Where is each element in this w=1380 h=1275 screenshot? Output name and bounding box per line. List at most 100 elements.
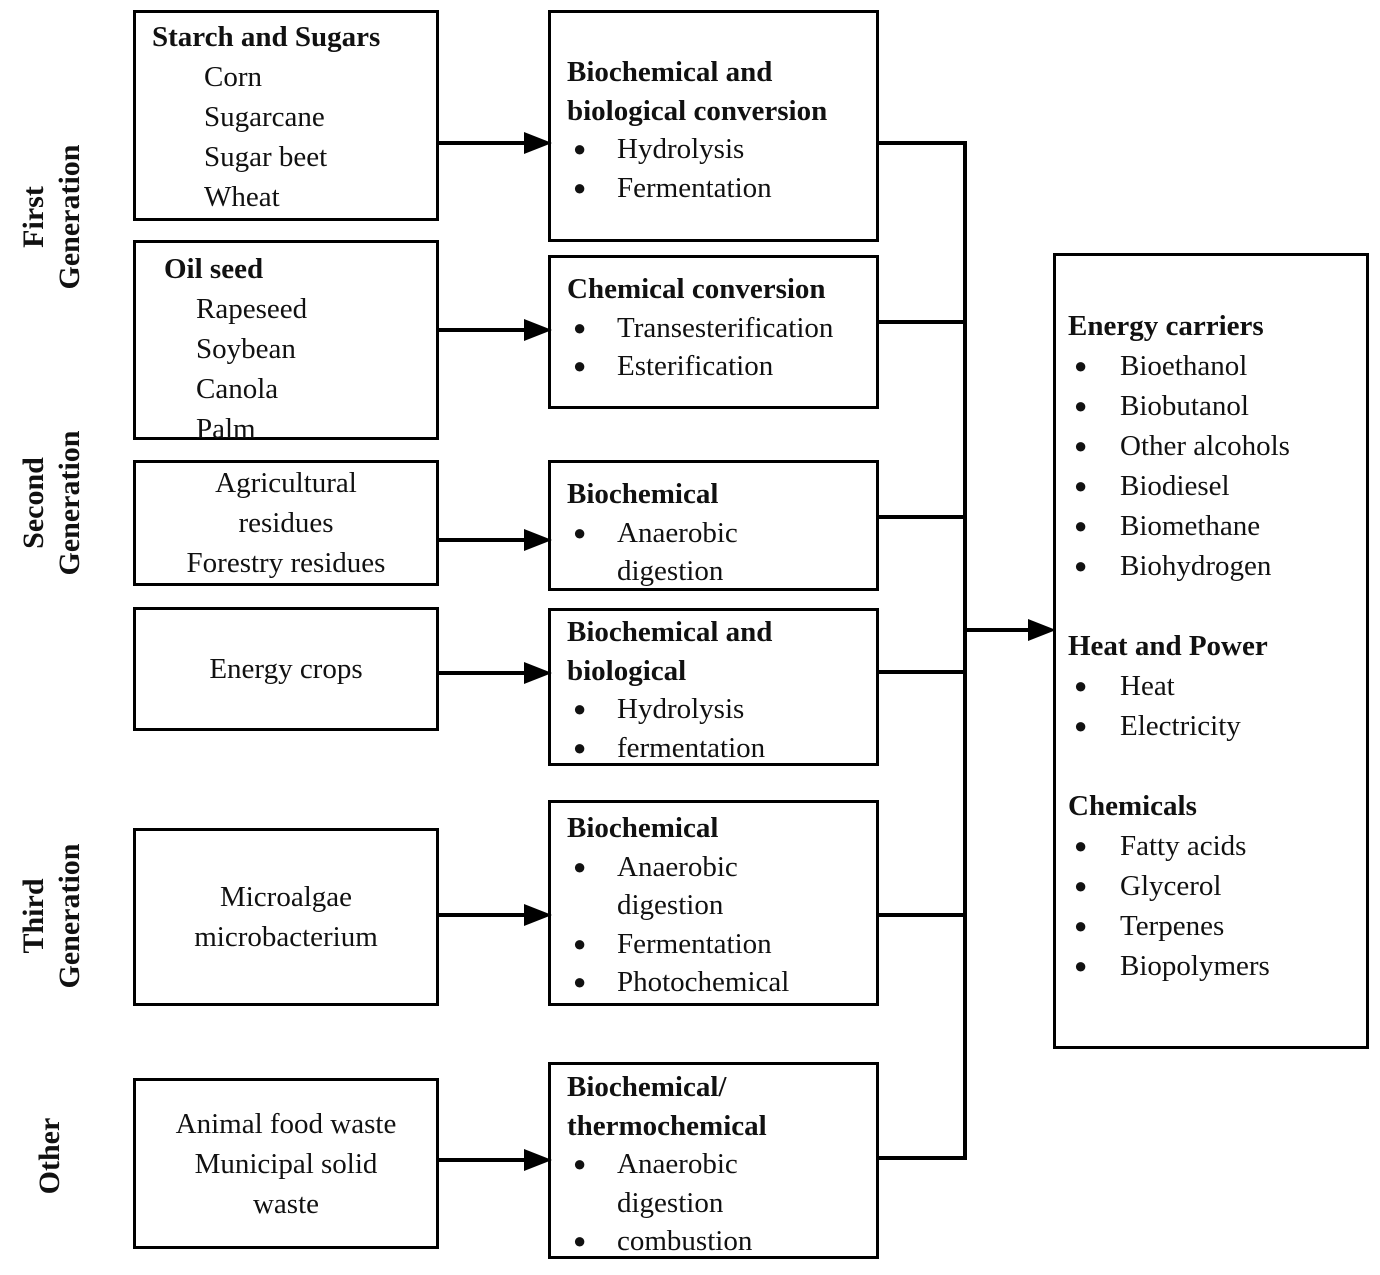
bullet-text: Anaerobic digestion [617,850,738,922]
box-text: Energy crops [209,653,363,685]
bullet-icon [1068,466,1120,506]
bullet-item: Anaerobic digestion [567,514,870,591]
bullet-text: Esterification [617,350,774,382]
bullet-item: Hydrolysis [567,130,870,169]
list-item: Palm [196,413,256,445]
arrow-residues-to-conversion [437,529,552,551]
bullet-icon [1068,666,1120,706]
bullet-item: Electricity [1068,706,1362,746]
list-item: Rapeseed [196,293,308,325]
bullet-text: Fatty acids [1120,830,1247,862]
bullet-icon [1068,346,1120,386]
conversion-box-biochemical-thermochemical: Biochemical/ thermochemical Anaerobic di… [548,1062,879,1259]
list-item: Corn [204,61,262,93]
bullet-text: combustion [617,1225,753,1257]
list-item: Sugar beet [204,141,328,173]
box-title: Biochemical [567,478,719,510]
bullet-icon [1068,706,1120,746]
list-item: Wheat [204,181,280,213]
bullet-item: Anaerobic digestion [567,848,870,925]
conversion-box-chemical-conversion: Chemical conversion Transesterification … [548,255,879,409]
bullet-item: Biomethane [1068,506,1362,546]
bullet-icon [1068,826,1120,866]
bullet-icon [567,1222,617,1261]
bullet-text: Fermentation [617,927,772,960]
feedstock-box-animal-municipal-waste: Animal food waste Municipal solid waste [133,1078,439,1249]
box-text: Animal food waste Municipal solid waste [175,1107,397,1220]
bullet-item: Fatty acids [1068,826,1362,866]
arrow-microalgae-to-conversion [437,904,552,926]
products-section-chemicals: Chemicals Fatty acids Glycerol Terpenes … [1068,786,1362,986]
bullet-item: Biopolymers [1068,946,1362,986]
bullet-icon [567,130,617,169]
feedstock-box-energy-crops: Energy crops [133,607,439,731]
bullet-text: Glycerol [1120,870,1222,902]
box-title: Biochemical [567,812,719,844]
bullet-text: Biobutanol [1120,390,1249,422]
bullet-icon [1068,546,1120,586]
bullet-icon [567,925,617,964]
bullet-item: Heat [1068,666,1362,706]
bullet-icon [567,848,617,887]
bullet-icon [567,169,617,208]
box-title: Biochemical/ thermochemical [567,1071,767,1142]
bullet-icon [1068,906,1120,946]
bullet-item: Glycerol [1068,866,1362,906]
generation-label-third: Third Generation [17,843,86,989]
bullet-item: Biobutanol [1068,386,1362,426]
conversion-box-biochemical-biological-2g: Biochemical and biological Hydrolysis fe… [548,608,879,766]
bullet-text: Photochemical [617,966,790,998]
bullet-text: Hydrolysis [617,693,745,725]
arrow-waste-to-conversion [437,1149,552,1171]
bullet-icon [1068,866,1120,906]
bullet-item: Fermentation [567,169,870,208]
generation-label-second: Second Generation [17,430,86,576]
bullet-text: Fermentation [617,171,772,204]
bullet-text: Biopolymers [1120,950,1270,982]
bullet-text: Electricity [1120,710,1241,742]
bullet-icon [1068,946,1120,986]
bullet-icon [1068,506,1120,546]
box-title: Biochemical and biological [567,616,773,687]
bullet-item: Terpenes [1068,906,1362,946]
box-title: Oil seed [164,253,264,285]
bullet-text: Hydrolysis [617,133,745,165]
bullet-item: Biohydrogen [1068,546,1362,586]
bullet-text: Anaerobic digestion [617,516,738,588]
products-section-energy-carriers: Energy carriers Bioethanol Biobutanol Ot… [1068,306,1362,586]
box-text: Agricultural residues Forestry residues [186,467,386,579]
bullet-text: Heat [1120,670,1175,702]
bullet-item: Fermentation [567,925,870,964]
conversion-box-biochemical-biological-conversion: Biochemical and biological conversion Hy… [548,10,879,242]
list-item: Soybean [196,333,296,365]
feedstock-box-starch-sugars: Starch and Sugars Corn Sugarcane Sugar b… [133,10,439,221]
bullet-text: Biodiesel [1120,470,1230,502]
arrow-bus-to-products [965,619,1056,641]
section-title: Chemicals [1068,790,1197,822]
list-item: Sugarcane [204,101,325,133]
box-title: Starch and Sugars [152,21,381,53]
bullet-item: combustion [567,1222,870,1261]
list-item: Canola [196,373,279,405]
bullet-icon [1068,426,1120,466]
conversion-box-biochemical-3g: Biochemical Anaerobic digestion Fermenta… [548,800,879,1006]
box-title: Chemical conversion [567,273,826,305]
bullet-item: Esterification [567,347,870,386]
bullet-item: fermentation [567,729,870,768]
generation-label-first: First Generation [17,144,86,290]
bullet-icon [567,347,617,386]
products-box: Energy carriers Bioethanol Biobutanol Ot… [1053,253,1369,1049]
section-title: Energy carriers [1068,310,1264,342]
bullet-icon [567,309,617,348]
bullet-icon [1068,386,1120,426]
bullet-item: Bioethanol [1068,346,1362,386]
bullet-text: Terpenes [1120,910,1225,942]
bullet-text: Bioethanol [1120,350,1248,382]
box-text: Microalgae microbacterium [194,881,378,953]
bullet-text: Anaerobic digestion [617,1148,738,1219]
bullet-text: Other alcohols [1120,430,1290,462]
arrow-energycrops-to-conversion [437,662,552,684]
feedstock-box-agricultural-forestry-residues: Agricultural residues Forestry residues [133,460,439,586]
bullet-icon [567,514,617,553]
